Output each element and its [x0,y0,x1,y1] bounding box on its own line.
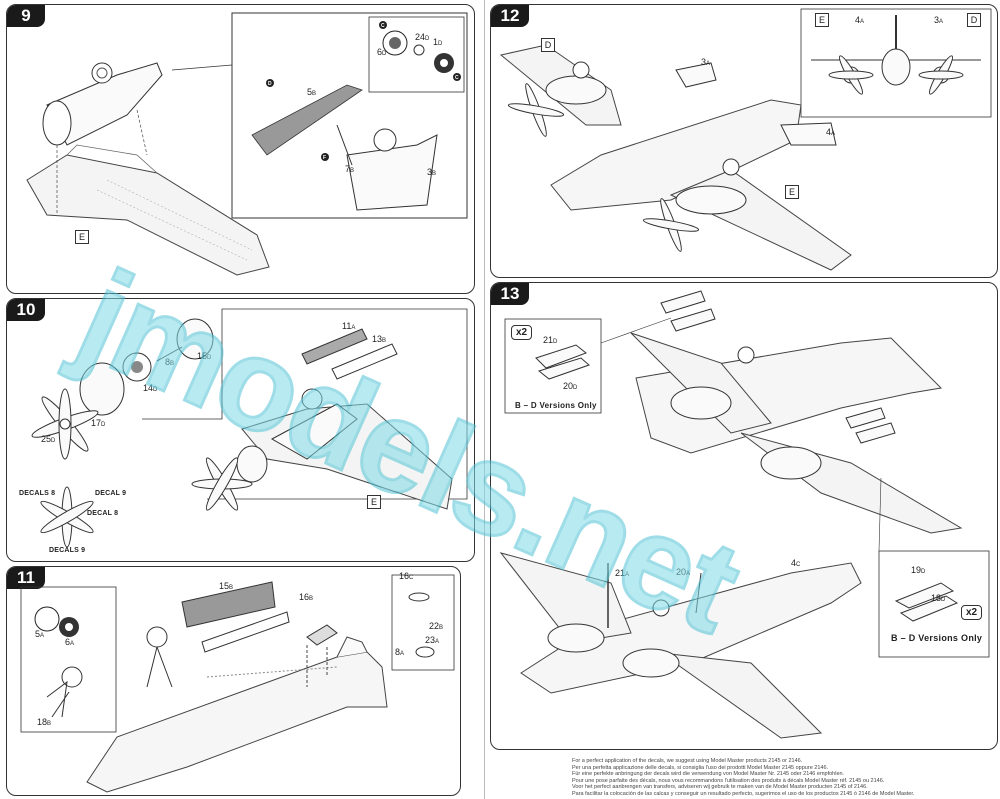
svg-text:15B: 15B [219,581,233,591]
step-13-multiplier-2: x2 [961,605,983,620]
step-12-ref-box-1: D [541,38,555,52]
svg-text:3A: 3A [934,15,943,25]
svg-text:20D: 20D [563,381,578,391]
decal-label-1: DECALS 8 [19,490,55,497]
svg-text:8B: 8B [165,357,174,367]
svg-text:21A: 21A [615,568,629,578]
step-11-panel: 11 15B 16B 16C 5A 6A 18B 22B 23A 8A [6,566,461,796]
step-13-multiplier-1: x2 [511,325,533,340]
step-13-number: 13 [491,283,529,305]
footnote-line: For a perfect application of the decals,… [572,758,803,764]
step-9-drawing: 5B 7B 3B 24D 1D 6D D F C C [26,12,468,276]
page-spine [484,0,485,799]
svg-text:6D: 6D [377,47,387,57]
svg-text:6A: 6A [65,637,74,647]
step-10-ref-box: E [367,495,381,509]
step-9-number: 9 [7,5,45,27]
svg-text:C: C [455,75,459,81]
svg-text:18B: 18B [37,717,51,727]
svg-text:1D: 1D [433,37,443,47]
step-13-versions-1: B – D Versions Only [515,401,597,410]
step-9-ref-box: E [75,230,89,244]
decal-footnote: For a perfect application of the decals,… [572,758,992,798]
step-10-number: 10 [7,299,45,321]
svg-text:7B: 7B [345,164,354,174]
step-12-ref-box-2: E [785,185,799,199]
svg-text:18D: 18D [931,593,946,603]
step-13-drawing: 21D 20D 21A 20A 4C 19D 18D [499,290,990,739]
svg-text:17D: 17D [91,418,106,428]
step-12-ref-box-3: E [815,13,829,27]
svg-text:25D: 25D [41,434,56,444]
footnote-line: Pour une pose parfaite des décals, nous … [572,777,885,784]
svg-text:19D: 19D [911,565,926,575]
svg-text:3B: 3B [427,167,436,177]
decal-label-2: DECAL 9 [95,490,126,497]
svg-text:20A: 20A [676,567,690,577]
svg-text:F: F [323,155,326,161]
svg-text:15D: 15D [197,351,212,361]
svg-text:D: D [268,81,272,87]
svg-text:4C: 4C [791,558,801,568]
svg-text:3A: 3A [701,57,710,67]
decal-label-4: DECALS 9 [49,547,85,554]
svg-text:22B: 22B [429,621,443,631]
decal-label-3: DECAL 8 [87,510,118,517]
step-11-drawing: 15B 16B 16C 5A 6A 18B 22B 23A 8A [20,571,455,793]
step-13-panel: 13 21D 20D 21A 20A 4C [490,282,998,750]
svg-text:4A: 4A [855,15,864,25]
step-12-panel: 12 [490,4,998,278]
footnote-line: Per una perfetta applicazione delle deca… [572,764,829,771]
svg-text:5A: 5A [35,629,44,639]
step-9-panel: 9 5B 7B 3B 24D 1D 6D D F [6,4,475,294]
footnote-line: Für eine perfekte anbringung der decals … [572,771,845,778]
step-12-drawing: 3A 4A 4A 3A [499,8,992,271]
svg-text:11A: 11A [342,321,355,331]
svg-text:5B: 5B [307,87,316,97]
svg-text:16C: 16C [399,571,414,581]
step-10-drawing: 11A 13B 15D 8B 14D 17D 25D DECALS 8 DECA… [19,308,468,554]
step-10-panel: 10 11 [6,298,475,562]
svg-text:16B: 16B [299,592,313,602]
svg-text:23A: 23A [425,635,439,645]
svg-text:24D: 24D [415,32,430,42]
svg-text:21D: 21D [543,335,558,345]
step-12-number: 12 [491,5,529,27]
footnote-line: Para facilitar la colocación de las calc… [572,790,915,797]
svg-text:8A: 8A [395,647,404,657]
svg-text:C: C [381,23,385,29]
step-12-ref-box-4: D [967,13,981,27]
svg-text:4A: 4A [826,127,835,137]
footnote-line: Voor het perfect aanbrengen van transfer… [572,784,868,791]
svg-text:13B: 13B [372,334,386,344]
svg-text:14D: 14D [143,383,158,393]
step-11-number: 11 [7,567,45,589]
step-13-versions-2: B – D Versions Only [891,633,983,643]
